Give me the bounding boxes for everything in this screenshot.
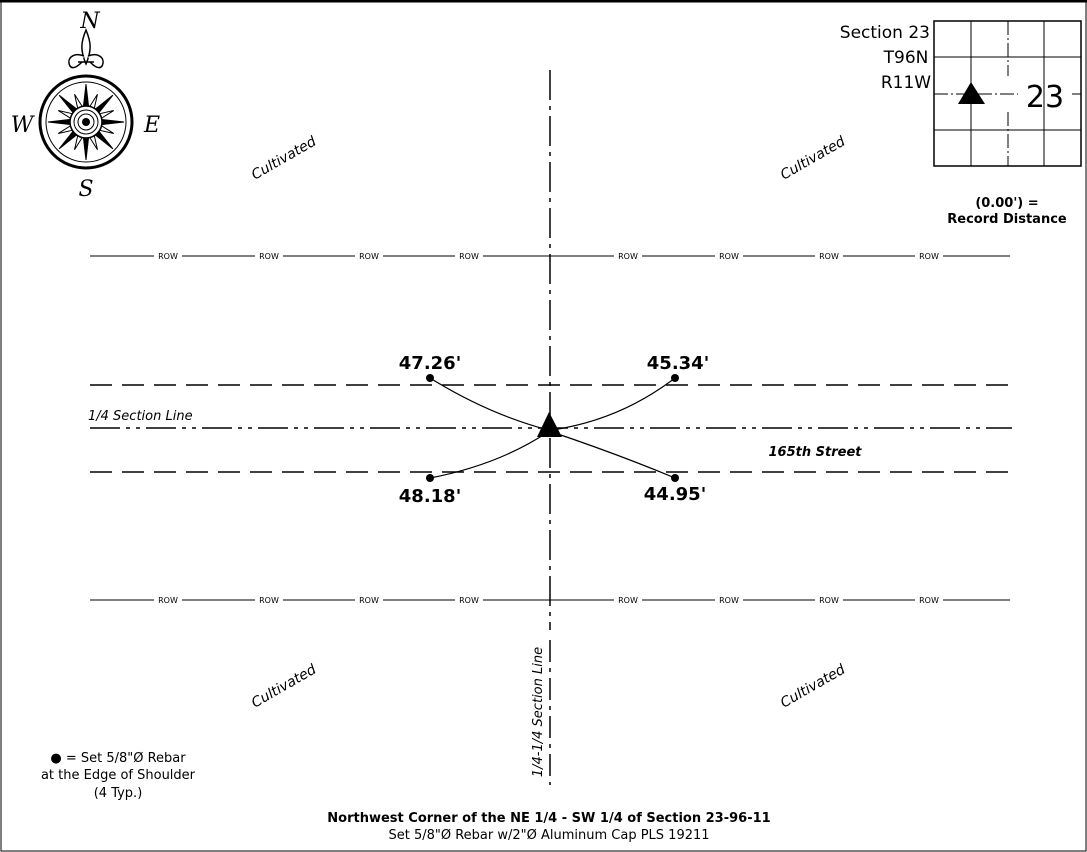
legend-symbol: ● (50, 751, 61, 766)
section-title-line-1: Section 23 (840, 23, 930, 43)
row-label-north-6: ROW (819, 252, 839, 261)
row-label-south-7: ROW (919, 596, 939, 605)
row-label-south-1: ROW (259, 596, 279, 605)
rebar-marker-se (671, 474, 679, 482)
fleur-de-lis-icon (68, 28, 104, 69)
rebar-marker-nw (426, 374, 434, 382)
section-title-line-2: T96N (883, 48, 929, 68)
row-label-south-4: ROW (618, 596, 638, 605)
row-label-north-4: ROW (618, 252, 638, 261)
row-label-south-3: ROW (459, 596, 479, 605)
quarter-section-line-label: 1/4 Section Line (88, 409, 193, 424)
record-note-line-1: (0.00') = (975, 196, 1038, 211)
legend-line-1: ● = Set 5/8"Ø Rebar (50, 751, 186, 766)
compass-south-label: S (78, 177, 93, 202)
row-label-north-7: ROW (919, 252, 939, 261)
section-grid (933, 20, 1082, 167)
rebar-marker-sw (426, 474, 434, 482)
caption-title: Northwest Corner of the NE 1/4 - SW 1/4 … (327, 811, 770, 826)
compass-rose-icon (38, 28, 134, 170)
caption-subtitle: Set 5/8"Ø Rebar w/2"Ø Aluminum Cap PLS 1… (388, 828, 709, 843)
section-number: 23 (1026, 80, 1064, 115)
row-label-south-0: ROW (158, 596, 178, 605)
row-label-north-1: ROW (259, 252, 279, 261)
row-label-north-0: ROW (158, 252, 178, 261)
row-label-south-5: ROW (719, 596, 739, 605)
row-label-south-2: ROW (359, 596, 379, 605)
tie-distance-nw: 47.26' (399, 353, 461, 374)
tie-lines (429, 377, 676, 479)
section-title-line-3: R11W (881, 73, 931, 93)
legend-text: = Set 5/8"Ø Rebar (62, 751, 187, 766)
tie-distance-sw: 48.18' (399, 486, 461, 507)
legend-line-3: (4 Typ.) (94, 786, 143, 801)
record-note-line-2: Record Distance (947, 212, 1067, 227)
compass-east-label: E (143, 113, 160, 138)
compass-north-label: N (79, 9, 100, 34)
quarter-quarter-line-label: 1/4-1/4 Section Line (531, 647, 546, 777)
tie-distance-se: 44.95' (644, 484, 706, 505)
row-label-north-2: ROW (359, 252, 379, 261)
label-gap (532, 630, 562, 790)
rebar-marker-ne (671, 374, 679, 382)
compass-west-label: W (11, 113, 36, 138)
tie-distance-ne: 45.34' (647, 353, 709, 374)
section-corner-marker-icon (958, 82, 985, 104)
row-label-north-5: ROW (719, 252, 739, 261)
legend-line-2: at the Edge of Shoulder (41, 768, 196, 783)
row-label-north-3: ROW (459, 252, 479, 261)
corner-monument-icon (537, 412, 562, 437)
row-label-south-6: ROW (819, 596, 839, 605)
street-label: 165th Street (769, 445, 863, 460)
